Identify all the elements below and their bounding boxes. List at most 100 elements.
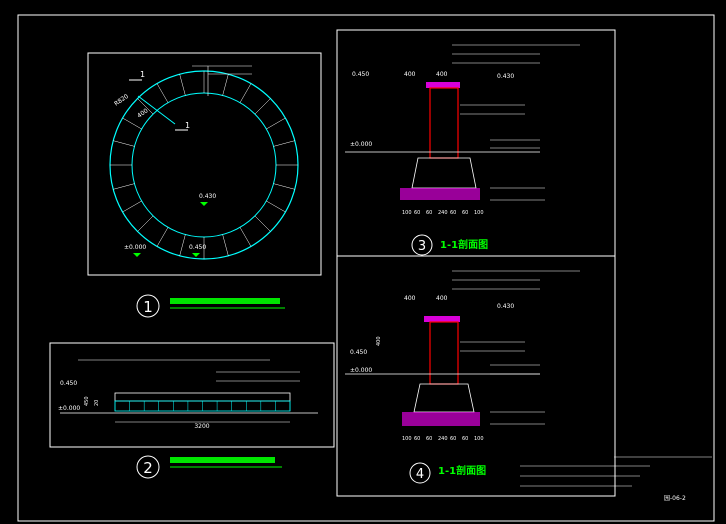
view-number-4: 4 (416, 467, 424, 482)
inner-ring (131, 92, 277, 238)
section-b-dim-height: 400 (376, 336, 382, 346)
elevation-level-ground: ±0.000 (58, 405, 80, 412)
bottom-dim-label: 60 (462, 436, 468, 442)
bottom-dim-label: 60 (426, 436, 432, 442)
elevation-dim-h2: 20 (94, 400, 100, 406)
bottom-dim-label: 60 (462, 210, 468, 216)
ring-segment-joint (239, 83, 252, 103)
ring-segment-joint (222, 74, 229, 96)
section-a-dim-top-2: 400 (404, 71, 416, 78)
view-number-2: 2 (143, 459, 153, 477)
section-b-dim-top-1: 400 (436, 295, 448, 302)
bottom-dim-label: 240 (438, 436, 448, 442)
dim-radius: R820 (113, 93, 130, 108)
ring-segment-joint (266, 200, 286, 213)
section-b-level-mid: 0.430 (497, 303, 514, 310)
plan-level-center: 0.430 (199, 193, 216, 200)
section-b-level-top: 0.450 (350, 349, 367, 356)
section-b-body (429, 321, 459, 385)
section-a-base (400, 188, 480, 200)
ring-segment-joint (179, 234, 186, 256)
section-b-title: 1-1剖面图 (438, 464, 486, 477)
ring-segment-joint (156, 227, 169, 247)
ring-segment-joint (273, 183, 295, 190)
section-b-note-lines (452, 270, 580, 425)
section-a-cap (426, 82, 460, 88)
ring-segment-joint (122, 117, 142, 130)
ring-segment-joint (156, 83, 169, 103)
section-b-cap (424, 316, 460, 322)
ring-segment-joint (254, 215, 271, 232)
elevation-note-lines (78, 359, 300, 382)
bottom-dim-label: 60 (414, 210, 420, 216)
elevation-frame (49, 342, 335, 448)
section-a-title: 1-1剖面图 (440, 238, 488, 251)
ring-segment-joint (239, 227, 252, 247)
level-marker-edge (192, 253, 200, 257)
ring-segment-joint (113, 183, 135, 190)
elevation-level-top: 0.450 (60, 380, 77, 387)
section-b-frame (336, 255, 616, 497)
section-mark-top: 1 (140, 70, 145, 79)
sheet-number: 园-06-2 (664, 495, 686, 502)
view-number-1: 1 (143, 298, 153, 316)
seat-cap (114, 392, 291, 402)
bottom-dim-label: 100 (474, 436, 484, 442)
bottom-dim-label: 100 (402, 210, 412, 216)
section-a-frame (336, 29, 616, 257)
ring-segment-joint (254, 98, 271, 115)
section-a-level-top: 0.450 (352, 71, 369, 78)
section-mark-bottom: 1 (185, 121, 190, 130)
view-label-3: 3 1-1剖面图 (411, 234, 488, 256)
plan-level-edge: 0.450 (189, 244, 206, 251)
ring-segment-joint (266, 117, 286, 130)
bottom-dim-label: 100 (474, 210, 484, 216)
bottom-dim-label: 60 (414, 436, 420, 442)
level-marker-ground (133, 253, 141, 257)
bottom-dim-label: 60 (450, 210, 456, 216)
elevation-dim-h1: 450 (84, 396, 90, 406)
section-a-note-lines (452, 44, 580, 201)
section-b-dim-top-2: 400 (404, 295, 416, 302)
general-notes (520, 465, 650, 487)
bottom-dim-label: 240 (438, 210, 448, 216)
section-a-level-mid: 0.430 (497, 73, 514, 80)
plan-view: 1 1 R820 400 0.430 0.450 ±0.000 (87, 52, 322, 276)
ring-segment-joint (222, 234, 229, 256)
ring-segment-joint (273, 140, 295, 147)
ring-segment-joint (137, 98, 154, 115)
ring-segment-joint (179, 74, 186, 96)
view-label-2: 2 (136, 455, 282, 479)
elevation-view: 3200 0.450 ±0.000 450 20 (49, 342, 335, 448)
plan-level-ground: ±0.000 (124, 244, 146, 251)
view-number-3: 3 (418, 239, 426, 254)
ring-segments (110, 71, 298, 259)
elevation-dim-width: 3200 (194, 423, 209, 430)
plan-note-lines (192, 65, 252, 96)
section-cut-line (137, 95, 176, 125)
section-b-level-ground: ±0.000 (350, 367, 372, 374)
view-label-4: 4 1-1剖面图 (409, 462, 486, 484)
section-a-level-ground: ±0.000 (350, 141, 372, 148)
view-label-1: 1 (136, 294, 285, 318)
bottom-dim-label: 100 (402, 436, 412, 442)
section-a-footing (411, 157, 477, 189)
level-marker-center (200, 202, 208, 206)
dim-ring: 400 (136, 107, 150, 119)
ring-segment-joint (113, 140, 135, 147)
elevation-joints (114, 401, 291, 411)
ring-segment-joint (122, 200, 142, 213)
plan-frame (87, 52, 322, 276)
section-a-body (429, 87, 459, 159)
section-a-dim-top-1: 400 (436, 71, 448, 78)
section-b-base (402, 412, 480, 426)
section-b-footing (413, 383, 475, 413)
bottom-dim-label: 60 (450, 436, 456, 442)
ring-segment-joint (137, 215, 154, 232)
sheet-frame (17, 14, 715, 522)
title-block: 园-06-2 (614, 456, 712, 502)
